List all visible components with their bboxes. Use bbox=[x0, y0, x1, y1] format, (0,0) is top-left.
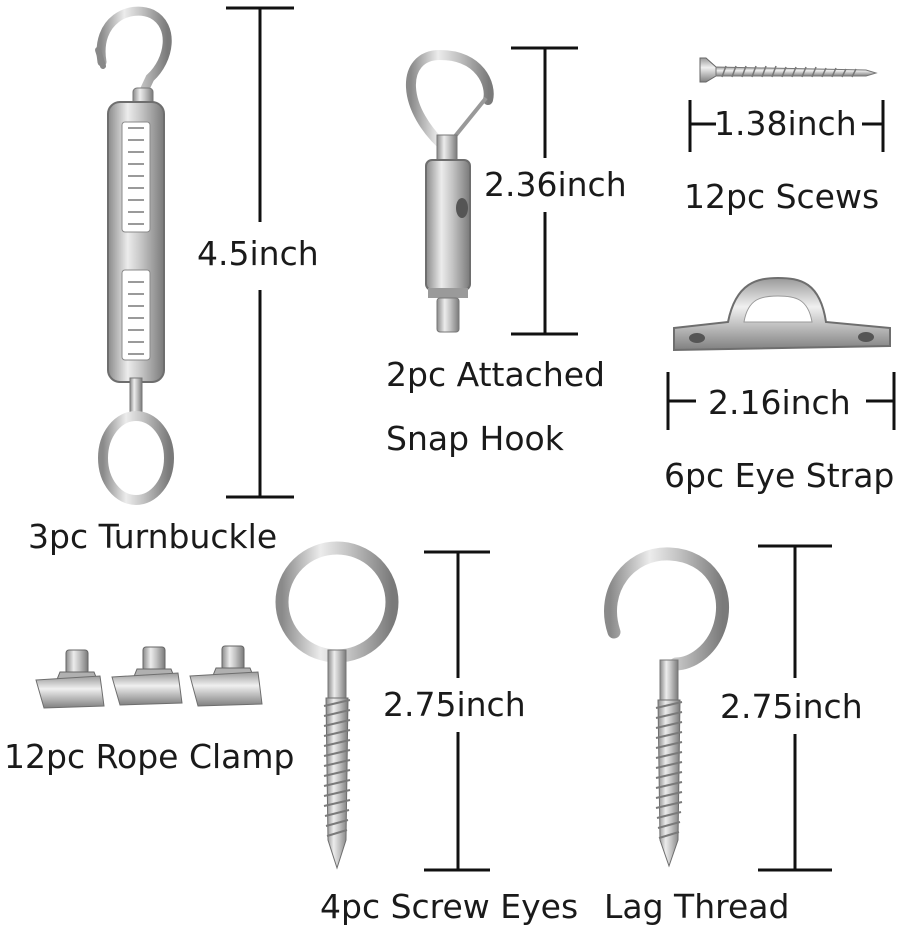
turnbuckle-dimension-line bbox=[226, 6, 294, 499]
turnbuckle-dimension-label: 4.5inch bbox=[197, 234, 319, 273]
snap-hook-dimension-label: 2.36inch bbox=[484, 165, 627, 204]
screw-name-label: 12pc Scews bbox=[684, 177, 880, 216]
rope-clamp-image bbox=[35, 645, 263, 709]
screw-eye-dimension-label: 2.75inch bbox=[383, 685, 526, 724]
screw-eye-dimension-line bbox=[424, 550, 490, 872]
lag-hook-image bbox=[604, 547, 730, 868]
turnbuckle-name-label: 3pc Turnbuckle bbox=[28, 517, 278, 556]
screw-eye-name-label: 4pc Screw Eyes bbox=[320, 887, 579, 926]
snap-hook-image bbox=[405, 49, 494, 333]
screw-image bbox=[699, 57, 878, 83]
rope-clamp-name-label: 12pc Rope Clamp bbox=[4, 737, 295, 776]
lag-hook-dimension-line bbox=[758, 544, 832, 872]
snap-hook-name-line2: Snap Hook bbox=[386, 419, 564, 458]
screw-eye-image bbox=[275, 541, 399, 870]
snap-hook-name-line1: 2pc Attached bbox=[386, 355, 605, 394]
screw-dimension-line bbox=[688, 100, 885, 152]
lag-hook-name-label: Lag Thread bbox=[604, 887, 790, 926]
lag-hook-dimension-label: 2.75inch bbox=[720, 687, 863, 726]
eye-strap-dimension-label: 2.16inch bbox=[708, 383, 851, 422]
snap-hook-dimension-line bbox=[511, 46, 578, 336]
eye-strap-name-label: 6pc Eye Strap bbox=[664, 456, 895, 495]
turnbuckle-image bbox=[95, 6, 174, 505]
eye-strap-image bbox=[673, 276, 891, 352]
eye-strap-dimension-line bbox=[666, 372, 896, 430]
screw-dimension-label: 1.38inch bbox=[714, 104, 857, 143]
